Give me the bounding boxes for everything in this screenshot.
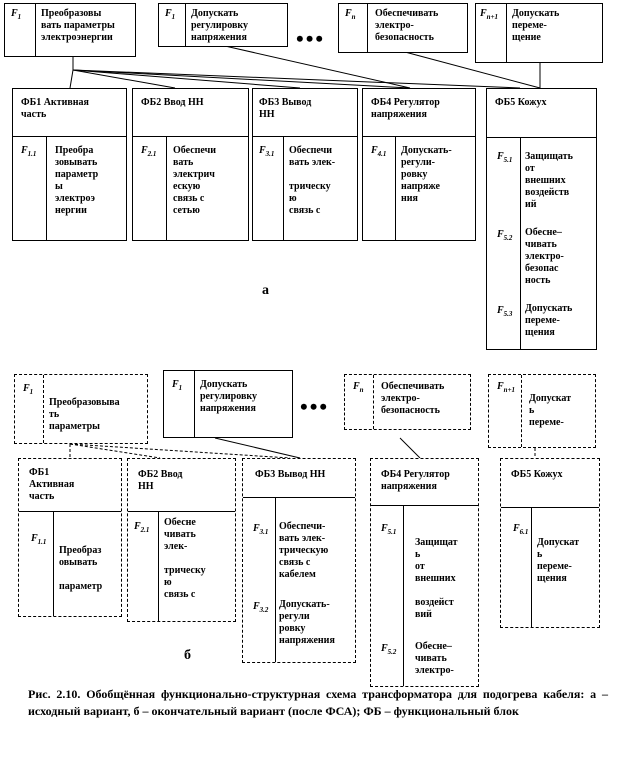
block-title: ФБ1 Активная часть: [21, 97, 89, 120]
block-title: ФБ4 Регулятор напряжения: [371, 97, 440, 120]
block-title: ФБ3 Вывод НН: [255, 469, 326, 480]
functional-block-a4: ФБ4 Регулятор напряжения F4.1 Допускать-…: [362, 88, 476, 241]
subfunction-id: F2.1: [141, 145, 157, 158]
subfunction-text: Обеспечи- вать элек- трическую связь с к…: [279, 521, 329, 580]
function-text: Допускат ь переме-: [529, 393, 572, 428]
functional-block-b4: ФБ4 Регулятор напряжения F5.1 Защищат ь …: [370, 458, 479, 687]
subfunction-id: F4.1: [371, 145, 387, 158]
function-id: F1: [165, 8, 176, 21]
function-text: Преобразовыва ть параметры: [49, 397, 120, 432]
subfunction-text: Преобра зовывать параметр ы электроэ нер…: [55, 145, 99, 216]
subfunction-id: F5.3: [497, 305, 513, 318]
functional-block-b3: ФБ3 Вывод НН F3.1 Обеспечи- вать элек- т…: [242, 458, 356, 663]
subfunction-id: F3.2: [253, 601, 269, 614]
subfunction-text: Допускат ь переме- щения: [537, 537, 580, 584]
functional-block-a2: ФБ2 Ввод НН F2.1 Обеспечи вать электрич …: [132, 88, 249, 241]
block-title: ФБ1 Активная часть: [29, 467, 75, 502]
subfunction-id: F1.1: [31, 533, 47, 546]
block-title: ФБ4 Регулятор напряжения: [381, 469, 450, 492]
subfunction-id: F3.1: [253, 523, 269, 536]
functional-block-b1: ФБ1 Активная часть F1.1 Преобраз овывать…: [18, 458, 122, 617]
function-box-a2: F1 Допускать регулировку напряжения: [158, 3, 288, 47]
function-id: Fn+1: [480, 8, 499, 21]
ellipsis-dots: •••: [300, 394, 330, 419]
function-box-b4: Fn+1 Допускат ь переме-: [488, 374, 596, 448]
subfunction-text: Допускать переме- щения: [525, 303, 573, 338]
function-box-b1: F1 Преобразовыва ть параметры: [14, 374, 148, 444]
function-id: Fn: [353, 381, 364, 394]
function-id: F1: [172, 379, 183, 392]
variant-label-a: а: [262, 283, 269, 298]
function-box-b3: Fn Обеспечивать электро- безопасность: [344, 374, 471, 430]
subfunction-id: F5.1: [381, 523, 397, 536]
functional-block-a3: ФБ3 Вывод НН F3.1 Обеспечи вать элек- тр…: [252, 88, 358, 241]
functional-block-a1: ФБ1 Активная часть F1.1 Преобра зовывать…: [12, 88, 127, 241]
function-id: Fn+1: [497, 381, 516, 394]
subfunction-id: F6.1: [513, 523, 529, 536]
subfunction-text: Допускать- регули ровку напряжения: [279, 599, 335, 646]
block-title: ФБ3 Вывод НН: [259, 97, 312, 120]
function-id: Fn: [345, 8, 356, 21]
function-box-a3: Fn Обеспечивать электро- безопасность: [338, 3, 468, 53]
subfunction-text: Защищать от внешних воздейств ий: [525, 151, 573, 210]
variant-label-b: б: [184, 648, 191, 663]
subfunction-text: Обесне– чивать электро-: [415, 641, 454, 676]
subfunction-text: Защищат ь от внешних воздейст вий: [415, 537, 458, 620]
function-box-b2: F1 Допускать регулировку напряжения: [163, 370, 293, 438]
ellipsis-dots: •••: [296, 26, 326, 51]
subfunction-id: F5.1: [497, 151, 513, 164]
function-id: F1: [23, 383, 34, 396]
subfunction-id: F5.2: [497, 229, 513, 242]
function-box-a1: F1 Преобразовы вать параметры электроэне…: [4, 3, 136, 57]
block-title: ФБ2 Ввод НН: [138, 469, 183, 492]
subfunction-text: Обеспечи вать электрич ескую связь с сет…: [173, 145, 216, 216]
function-text: Преобразовы вать параметры электроэнерги…: [41, 8, 115, 43]
function-text: Допускать переме- щение: [512, 8, 560, 43]
subfunction-text: Обесне– чивать электро- безопас ность: [525, 227, 564, 286]
subfunction-text: Обеспечи вать элек- трическу ю связь с: [289, 145, 336, 216]
functional-block-b2: ФБ2 Ввод НН F2.1 Обесне чивать элек- три…: [127, 458, 236, 622]
functional-block-b5: ФБ5 Кожух F6.1 Допускат ь переме- щения: [500, 458, 600, 628]
block-title: ФБ5 Кожух: [495, 97, 547, 108]
function-text: Обеспечивать электро- безопасность: [381, 381, 445, 416]
figure-caption: Рис. 2.10. Обобщённая функционально-стру…: [28, 687, 608, 718]
function-box-a4: Fn+1 Допускать переме- щение: [475, 3, 603, 63]
function-text: Допускать регулировку напряжения: [191, 8, 248, 43]
functional-block-a5: ФБ5 Кожух F5.1 Защищать от внешних возде…: [486, 88, 597, 350]
subfunction-text: Преобраз овывать параметр: [59, 545, 103, 592]
subfunction-id: F3.1: [259, 145, 275, 158]
subfunction-id: F2.1: [134, 521, 150, 534]
subfunction-text: Обесне чивать элек- трическу ю связь с: [164, 517, 206, 600]
function-text: Обеспечивать электро- безопасность: [375, 8, 439, 43]
block-title: ФБ2 Ввод НН: [141, 97, 204, 108]
block-title: ФБ5 Кожух: [511, 469, 563, 480]
subfunction-id: F1.1: [21, 145, 37, 158]
function-id: F1: [11, 8, 22, 21]
subfunction-id: F5.2: [381, 643, 397, 656]
function-text: Допускать регулировку напряжения: [200, 379, 257, 414]
subfunction-text: Допускать- регули- ровку напряже ния: [401, 145, 452, 204]
